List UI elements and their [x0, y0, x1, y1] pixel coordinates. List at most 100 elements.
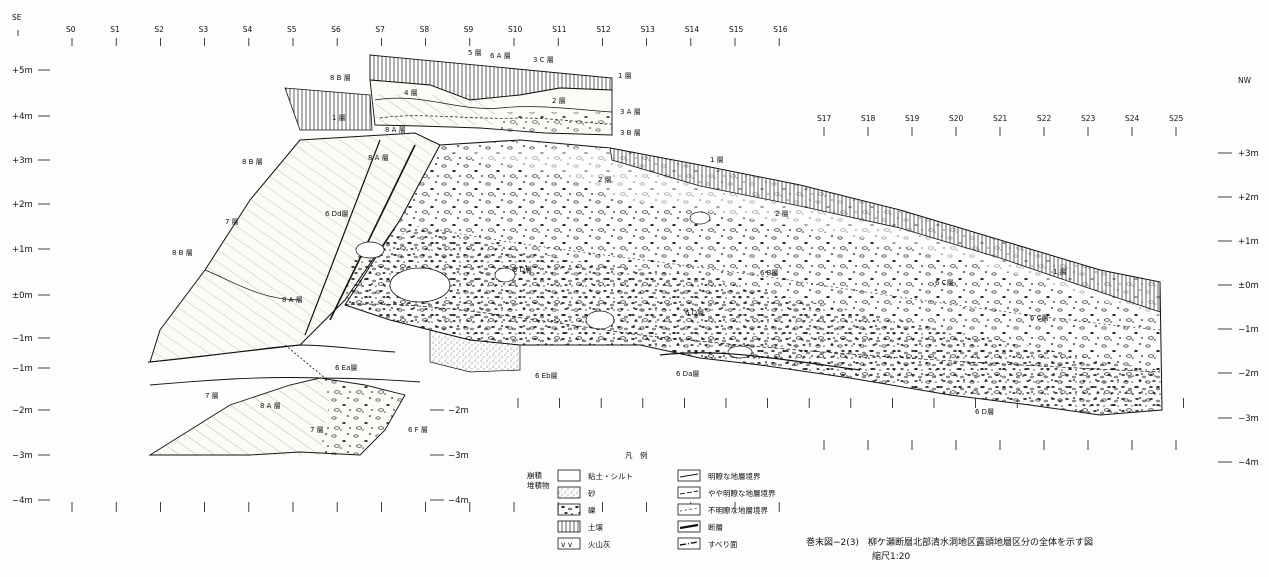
elevation-label: ±0m: [1238, 281, 1259, 291]
elevation-label: −3m: [12, 451, 33, 461]
station-label: S23: [1081, 114, 1096, 123]
legend-label: 礫: [588, 505, 596, 515]
layer-label: 8 B 層: [242, 158, 263, 166]
station-label: S12: [596, 25, 611, 34]
elevation-label: +5m: [12, 66, 33, 76]
legend-swatch: [557, 486, 581, 499]
layer-label: 6 C層: [1030, 314, 1049, 322]
station-label: S17: [817, 114, 832, 123]
legend-swatch: [557, 520, 581, 533]
elevation-label: −4m: [1238, 458, 1259, 468]
layer-label: 6 Dd層: [325, 210, 349, 218]
elevation-label: +1m: [1238, 237, 1259, 247]
station-label: S5: [287, 25, 297, 34]
elevation-label: −4m: [448, 496, 469, 506]
elevation-scale-right: +3m +2m +1m ±0m −1m −2m −3m −4m: [1218, 149, 1259, 468]
layer-label: 8 A 層: [260, 402, 281, 410]
layer-label: 8 A 層: [368, 154, 389, 162]
station-label: S10: [508, 25, 523, 34]
elevation-label: −1m: [1238, 325, 1259, 335]
layer-label: 3 A 層: [620, 108, 641, 116]
elevation-label: +1m: [12, 245, 33, 255]
layer-label: 6 F 層: [408, 426, 428, 434]
legend-line: [679, 490, 699, 495]
layer-label: 7 層: [310, 426, 324, 434]
legend-label: 断層: [708, 522, 723, 532]
station-label: S6: [331, 25, 341, 34]
legend-line: [679, 523, 699, 530]
layer-label: 6 D層: [513, 266, 532, 274]
station-label: S11: [552, 25, 567, 34]
layer-label: 6 D層: [975, 408, 994, 416]
layer-label: 7 層: [205, 392, 219, 400]
elevation-label: −2m: [12, 406, 33, 416]
station-label: S9: [464, 25, 474, 34]
legend-title: 凡 例: [625, 450, 648, 460]
layer-labels: 1 層 5 層 6 A 層 3 C 層 8 B 層 4 層 2 層 3 A 層 …: [172, 49, 1067, 434]
layer-label: 6 C層: [935, 279, 954, 287]
legend-label: 不明瞭な地層境界: [708, 505, 768, 515]
layer-label: 2 層: [552, 97, 566, 105]
elevation-label: +4m: [12, 112, 33, 122]
station-label: S4: [243, 25, 253, 34]
station-label: S13: [641, 25, 656, 34]
elevation-label: −3m: [448, 451, 469, 461]
layer-label: 6 A 層: [490, 52, 511, 60]
layer-label: 8 A 層: [282, 296, 303, 304]
legend-swatch: [557, 469, 581, 482]
layer-label: 6 D層: [685, 309, 704, 317]
station-label: S18: [861, 114, 876, 123]
legend-label: 火山灰: [588, 539, 611, 549]
upper-exposure-block: [284, 54, 613, 136]
caption: 巻末図−2(3) 柳ケ瀬断層北部清水洞地区露頭地層区分の全体を示す図 縮尺1:2…: [806, 536, 1093, 562]
legend-label: やや明瞭な地層境界: [708, 488, 776, 498]
direction-nw: NW: [1238, 76, 1252, 85]
elevation-label: −4m: [12, 496, 33, 506]
elevation-scale-left: +5m+4m+3m+2m+1m±0m−1m−1m−2m−3m−4m: [12, 66, 50, 506]
station-label: S7: [375, 25, 385, 34]
legend-label: 土壌: [588, 522, 603, 532]
station-label: S20: [949, 114, 964, 123]
layer-label: 1 層: [332, 114, 346, 122]
layer-label: 8 B 層: [172, 249, 193, 257]
elevation-label: −2m: [448, 406, 469, 416]
layer-label: 7 層: [225, 218, 239, 226]
legend-label: 粘土・シルト: [588, 471, 633, 481]
station-label: S25: [1169, 114, 1184, 123]
layer-label: 8 B 層: [330, 74, 351, 82]
station-label: S15: [729, 25, 744, 34]
legend-line: [679, 507, 699, 512]
elevation-label: ±0m: [12, 291, 33, 301]
direction-se: SE: [12, 13, 22, 22]
station-label: S1: [110, 25, 120, 34]
layer-label: 1 層: [710, 156, 724, 164]
station-label: S16: [773, 25, 788, 34]
elevation-label: −2m: [1238, 369, 1259, 379]
elevation-label: −1m: [12, 334, 33, 344]
station-label: S3: [199, 25, 209, 34]
legend-swatch: [557, 503, 581, 516]
legend-swatch: [557, 537, 581, 550]
caption-title: 巻末図−2(3) 柳ケ瀬断層北部清水洞地区露頭地層区分の全体を示す図: [806, 536, 1093, 548]
layer-label: 6 B層: [760, 269, 778, 277]
layer-label: 6 Da層: [676, 370, 699, 378]
station-label: S24: [1125, 114, 1140, 123]
elevation-label: +3m: [1238, 149, 1259, 159]
elevation-label: +2m: [1238, 193, 1259, 203]
legend-group-label: 崩積堆積物: [527, 470, 550, 490]
caption-scale: 縮尺1:20: [872, 550, 910, 562]
station-label: S19: [905, 114, 920, 123]
layer-label: 4 層: [404, 89, 418, 97]
elevation-label: −3m: [1238, 414, 1259, 424]
lower-left-block: [147, 344, 421, 456]
legend-label: 砂: [588, 488, 596, 498]
elevation-scale-middle: −2m −3m −4m: [430, 406, 469, 506]
legend-swatch: [677, 537, 701, 550]
elevation-label: +2m: [12, 200, 33, 210]
layer-label: 2 層: [598, 176, 612, 184]
layer-label: 3 C 層: [533, 56, 554, 64]
